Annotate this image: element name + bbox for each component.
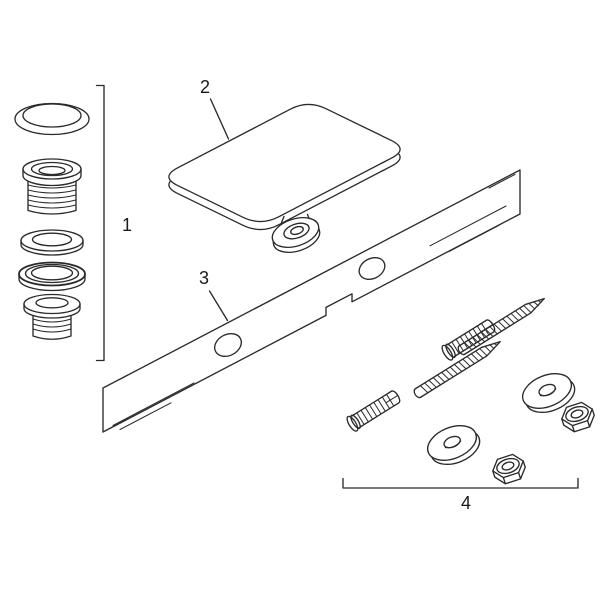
- washer-face: [521, 373, 573, 409]
- callout-3: 3: [199, 268, 229, 322]
- callout-1-label: 1: [122, 215, 132, 235]
- drain-rubber-gasket: [18, 261, 86, 292]
- rail-reflection-marks-right: [429, 173, 516, 253]
- washer-hole-depth: [539, 388, 557, 397]
- shelf-illustration: [168, 103, 401, 254]
- callout-2-leader-line: [209, 98, 230, 140]
- shelf-mount-bracket: [271, 213, 321, 254]
- callout-4-label: 4: [461, 493, 471, 513]
- screw-thread-lines: [463, 305, 532, 351]
- drain-metal-washer: [20, 229, 84, 256]
- nut-chamfer: [496, 457, 520, 475]
- screw-tip-threads: [484, 342, 498, 353]
- rail-reflection-marks-left: [112, 382, 195, 431]
- drain-cap: [14, 102, 90, 136]
- gasket-mid-contour: [24, 263, 80, 284]
- callout-1-bracket: [95, 84, 105, 362]
- nut-chamfer: [565, 405, 589, 423]
- plug-collar-outer: [441, 344, 454, 361]
- callout-3-leader-line: [208, 290, 229, 322]
- mount-inner-ring: [283, 222, 310, 240]
- hex-nut-lower: [492, 453, 526, 485]
- plug-collar-inner: [445, 343, 456, 359]
- washer-ring-thickness: [20, 239, 84, 256]
- washer-hole-depth: [444, 440, 462, 449]
- fitting-opening: [35, 297, 69, 309]
- drain-cap-outline: [14, 102, 90, 136]
- sleeve-flange: [22, 168, 82, 187]
- mount-hole: [290, 225, 304, 236]
- fitting-thread-lines: [32, 318, 72, 333]
- screw-thread-lines: [419, 348, 488, 394]
- nut-hole: [501, 461, 515, 471]
- nut-top-face: [561, 401, 593, 427]
- plug-slot: [385, 395, 398, 404]
- callout-2: 2: [200, 77, 230, 140]
- rail-hole-right: [358, 256, 386, 281]
- drain-flanged-fitting: [23, 293, 81, 340]
- fitting-flange-thickness: [23, 303, 81, 319]
- drain-threaded-sleeve: [22, 158, 82, 215]
- callout-2-label: 2: [200, 77, 210, 97]
- washer-upper: [521, 373, 576, 414]
- screw-tip-threads: [528, 299, 542, 310]
- rail-hole-left: [213, 332, 243, 358]
- callout-4-bracket: [342, 477, 579, 489]
- washer-ring-hole: [31, 232, 73, 247]
- plug-body: [446, 319, 496, 358]
- fixing-set-illustration: [346, 297, 595, 485]
- plug-body: [351, 390, 401, 429]
- hex-nut-upper: [561, 401, 595, 433]
- gasket-thickness: [18, 273, 86, 292]
- callout-3-label: 3: [199, 268, 209, 288]
- nut-side-faces: [492, 460, 526, 485]
- sleeve-thread-lines: [27, 184, 77, 209]
- callout-4: 4: [342, 477, 579, 513]
- drain-set-illustration: [14, 102, 90, 340]
- washer-face: [426, 425, 478, 461]
- wall-plug-lower: [346, 390, 401, 432]
- mounting-rail-illustration: [102, 169, 521, 433]
- nut-top-face: [492, 453, 524, 479]
- sleeve-body: [27, 180, 77, 215]
- nut-hole: [570, 409, 584, 419]
- plug-slot: [480, 324, 493, 333]
- plug-collar-outer: [346, 415, 359, 432]
- gasket-hole: [30, 265, 74, 281]
- callout-1: 1: [95, 84, 132, 362]
- wall-plug-upper: [441, 319, 496, 361]
- shelf-plate-top: [168, 103, 401, 223]
- rail-outline: [102, 169, 521, 433]
- screw-lower: [413, 340, 501, 399]
- screw-upper: [457, 297, 545, 356]
- nut-side-faces: [561, 408, 595, 433]
- sleeve-bore: [38, 165, 66, 176]
- plug-collar-inner: [350, 414, 361, 430]
- sleeve-opening: [30, 161, 74, 177]
- washer-lower: [426, 425, 481, 466]
- drain-cap-top-face: [22, 103, 82, 128]
